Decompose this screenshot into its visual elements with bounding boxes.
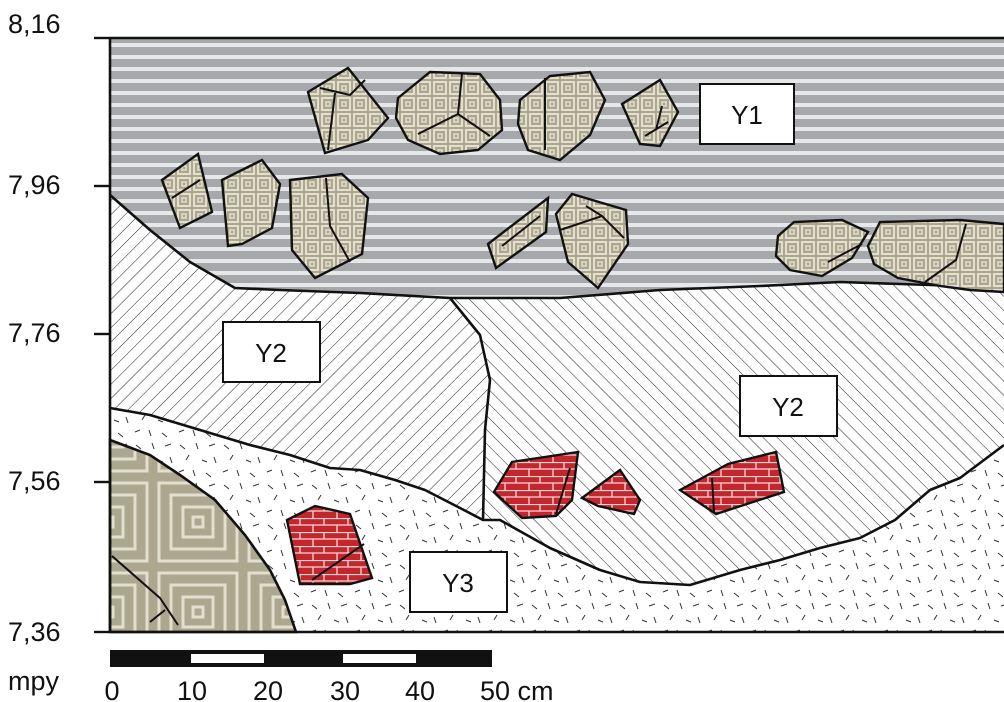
- layer-label-y2-left-text: Y2: [255, 338, 287, 368]
- elevation-label: 8,16: [8, 9, 61, 39]
- scale-bar-label: 10: [177, 676, 207, 702]
- scale-bar-label: 40: [405, 676, 435, 702]
- layer-label-y1: Y1: [699, 83, 795, 145]
- stone: [774, 218, 870, 278]
- layer-label-y2-right-text: Y2: [772, 392, 804, 422]
- stone: [220, 158, 282, 248]
- layer-label-y2-right: Y2: [739, 375, 838, 437]
- stone: [554, 192, 630, 290]
- scale-bar: [110, 650, 492, 667]
- elevation-label: 7,76: [8, 318, 61, 348]
- scale-bar-label: 30: [330, 676, 360, 702]
- scale-bar-label: 50 cm: [480, 676, 554, 702]
- stone: [288, 172, 370, 280]
- layer-label-y3: Y3: [409, 551, 508, 613]
- scale-bar-label: 0: [104, 676, 119, 702]
- elevation-unit-label: mpy: [8, 666, 60, 696]
- layer-boundaries: [109, 194, 1004, 587]
- elevation-label: 7,56: [8, 466, 61, 496]
- elevation-label: 7,36: [8, 617, 61, 647]
- stone: [516, 70, 607, 162]
- stone: [866, 218, 1004, 294]
- elevation-label: 7,96: [8, 170, 61, 200]
- layer-label-y1-text: Y1: [731, 100, 763, 130]
- stone: [160, 151, 214, 230]
- brick-fragment: [677, 450, 786, 516]
- stone: [394, 70, 504, 156]
- stone: [306, 66, 390, 155]
- brick-fragment: [579, 468, 642, 516]
- layer-label-y2-left: Y2: [222, 321, 321, 383]
- layer-y2-right-fill: [450, 282, 1004, 585]
- stone-group-y1: [160, 66, 1004, 294]
- brick-fragment: [285, 504, 374, 586]
- elevation-axis: [94, 36, 110, 634]
- brick-group: [285, 450, 786, 586]
- scale-bar-label: 20: [253, 676, 283, 702]
- stone: [620, 78, 680, 148]
- layer-label-y3-text: Y3: [442, 568, 474, 598]
- brick-fragment: [492, 450, 580, 520]
- section-frame: [108, 36, 1004, 634]
- stone: [486, 195, 550, 270]
